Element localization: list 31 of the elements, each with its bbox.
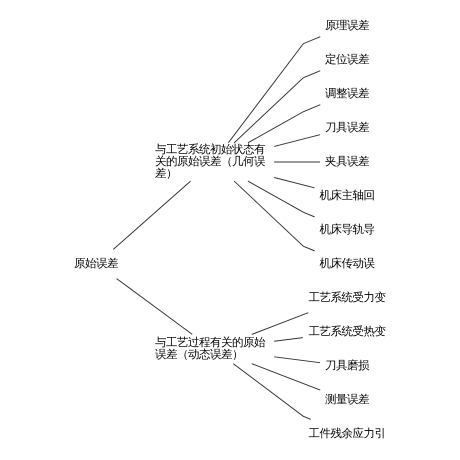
connector	[274, 134, 320, 147]
connector	[274, 337, 304, 342]
connector	[251, 363, 321, 391]
connector	[234, 70, 321, 144]
node-text: 与工艺系统初始状态有关的原始误差（几何误差）	[155, 142, 266, 180]
node-text: 夹具误差	[325, 154, 370, 168]
node-text: 调整误差	[325, 86, 370, 100]
node-text: 工件残余应力引	[308, 426, 386, 440]
node-text: 刀具误差	[325, 120, 370, 134]
connector	[274, 356, 320, 364]
node-text: 测量误差	[325, 392, 370, 406]
connector	[274, 161, 320, 162]
connector	[112, 180, 192, 250]
node-text: 机床导轨导	[320, 222, 375, 236]
node-text: 与工艺过程有关的原始误差（动态误差）	[155, 334, 266, 362]
connector	[234, 180, 316, 252]
connector	[247, 104, 321, 144]
node-text: 工艺系统受热变	[308, 324, 386, 338]
connector	[251, 312, 309, 335]
node-text: 原始误差	[74, 256, 118, 270]
connector	[274, 177, 315, 188]
node-text: 机床传动误	[320, 256, 375, 270]
connector	[228, 36, 321, 144]
connector	[247, 180, 316, 218]
connector	[232, 363, 312, 420]
connector	[116, 278, 193, 335]
node-text: 机床主轴回	[320, 188, 375, 202]
node-text: 工艺系统受力变	[308, 290, 386, 304]
node-text: 原理误差	[325, 18, 370, 32]
node-text: 定位误差	[325, 52, 370, 66]
node-text: 刀具磨损	[325, 358, 370, 372]
